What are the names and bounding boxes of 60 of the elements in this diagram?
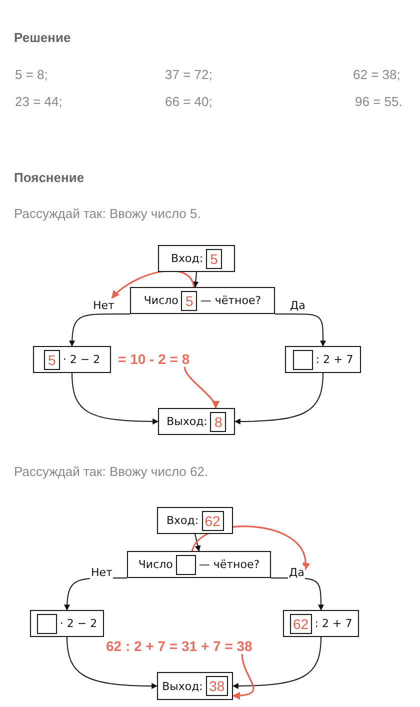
edge-label: Нет xyxy=(92,299,116,312)
number-box: 8 xyxy=(210,412,226,432)
edge-label: Да xyxy=(289,299,306,312)
arrow xyxy=(66,636,158,689)
text-line: 23 = 44; xyxy=(15,94,62,109)
node-text: Число xyxy=(138,558,173,571)
text-line: 66 = 40; xyxy=(165,94,212,109)
node-text: — чётное? xyxy=(198,558,260,571)
calculation-text: = 10 - 2 = 8 xyxy=(118,351,190,367)
number-box: 5 xyxy=(44,350,60,370)
text-line: 37 = 72; xyxy=(165,67,212,82)
calculation-text: 62 : 2 + 7 = 31 + 7 = 38 xyxy=(106,638,252,654)
process-box xyxy=(157,507,233,534)
edge-label: Нет xyxy=(90,566,114,579)
text-line: Рассуждай так: Ввожу число 62. xyxy=(14,464,208,479)
process-box xyxy=(158,245,235,272)
node-text: Вход: xyxy=(166,514,199,527)
node-text: : 2 + 7 xyxy=(314,617,352,630)
empty-box xyxy=(176,554,196,574)
number-box: 5 xyxy=(181,290,198,310)
arrow xyxy=(274,313,326,347)
arrow xyxy=(232,654,254,700)
node-text: · 2 − 2 xyxy=(62,353,100,366)
arrow xyxy=(234,372,324,424)
edge-label: Да xyxy=(288,566,306,579)
process-box xyxy=(127,551,271,578)
node-text: · 2 − 2 xyxy=(60,617,98,630)
arrow xyxy=(194,534,201,552)
process-box xyxy=(130,287,275,314)
text-line: 96 = 55. xyxy=(355,94,402,109)
arrow xyxy=(270,577,324,611)
process-box xyxy=(283,610,359,637)
number-box: 62 xyxy=(290,614,312,634)
number-box: 62 xyxy=(202,510,224,530)
process-box xyxy=(285,346,361,373)
process-box xyxy=(157,672,233,700)
number-box: 38 xyxy=(206,676,228,696)
text-line: 62 = 38; xyxy=(353,67,400,82)
arrow xyxy=(64,577,128,611)
process-box xyxy=(30,610,104,637)
node-text: Вход: xyxy=(170,252,204,265)
text-line: 5 = 8; xyxy=(15,67,48,82)
arrow xyxy=(192,272,199,288)
arrow xyxy=(72,372,159,424)
node-text: Выход: xyxy=(166,415,208,428)
node-text: — чётное? xyxy=(200,294,262,307)
node-text: Выход: xyxy=(162,680,203,692)
arrow xyxy=(69,313,130,347)
section-heading: Пояснение xyxy=(14,170,84,185)
empty-box xyxy=(36,614,57,634)
arrow xyxy=(232,636,322,689)
text-line: Рассуждай так: Ввожу число 5. xyxy=(14,206,201,221)
empty-box xyxy=(292,350,313,370)
section-heading: Решение xyxy=(14,30,71,45)
node-text: Число xyxy=(144,294,178,307)
process-box xyxy=(158,408,235,435)
node-text: : 2 + 7 xyxy=(316,353,354,366)
number-box: 5 xyxy=(206,248,222,268)
arrow xyxy=(184,366,218,409)
process-box xyxy=(33,346,111,373)
